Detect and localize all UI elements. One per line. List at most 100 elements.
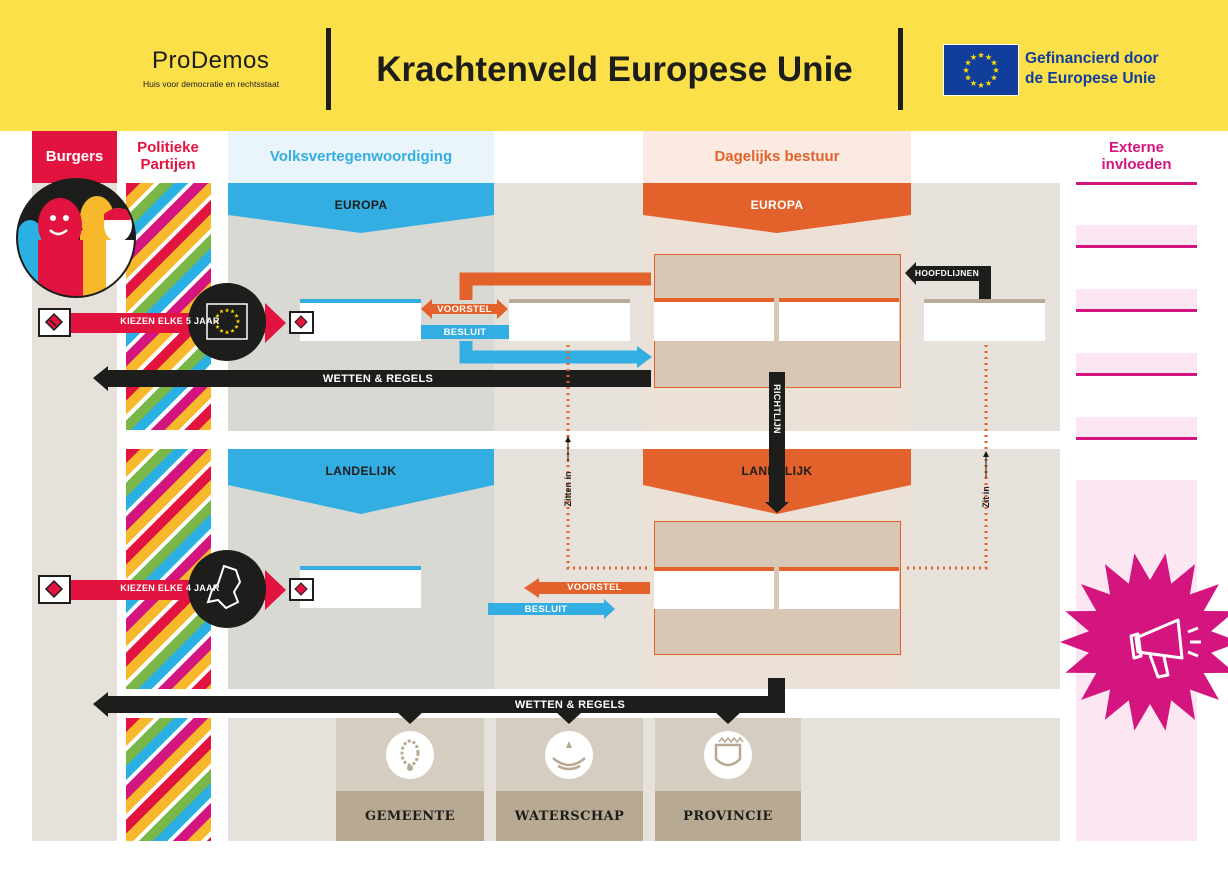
eu-star: ★ xyxy=(965,59,972,67)
eu-star: ★ xyxy=(225,308,230,314)
bestuur-header-bg xyxy=(643,131,911,183)
eu-funding-text: Gefinancierd door de Europese Unie xyxy=(1025,49,1159,89)
kiezen-4-label: KIEZEN ELKE 4 JAAR xyxy=(120,583,220,593)
zit-in-dotted-line xyxy=(903,345,988,570)
waterschap-footer xyxy=(496,791,643,841)
eu-star: ★ xyxy=(225,330,230,336)
nl-parliament-box xyxy=(300,566,421,608)
eu-star: ★ xyxy=(993,66,1000,74)
extern-slot-1 xyxy=(1076,225,1197,248)
eu-star: ★ xyxy=(214,319,219,325)
hoofdlijnen-label: HOOFDLIJNEN xyxy=(914,268,980,278)
partijen-title-line2: Partijen xyxy=(140,156,196,173)
european-council-box xyxy=(924,299,1045,341)
header-divider-left xyxy=(326,28,331,110)
besluit-to-commission-path xyxy=(459,341,640,364)
burgers-header xyxy=(32,131,117,183)
eu-star: ★ xyxy=(978,81,985,89)
extern-title: Externe invloeden xyxy=(1076,139,1197,173)
burgers-title: Burgers xyxy=(45,148,104,165)
eu-star: ★ xyxy=(234,313,239,319)
wetten-nl-arrow xyxy=(105,696,785,713)
zit-in-label: Zit in xyxy=(981,486,991,508)
extern-line-1 xyxy=(1076,182,1197,185)
extern-slot-3 xyxy=(1076,353,1197,376)
eu-star: ★ xyxy=(970,53,977,61)
voorstel-nl-label: VOORSTEL xyxy=(567,582,622,593)
eu-funding-line1: Gefinancierd door xyxy=(1025,50,1159,67)
eu-star: ★ xyxy=(978,51,985,59)
europa-right-label: EUROPA xyxy=(750,198,804,212)
commission-to-parliament-path xyxy=(459,272,651,300)
eu-flag-circle-icon xyxy=(206,303,248,340)
eu-star: ★ xyxy=(985,53,992,61)
europa-right-banner xyxy=(643,183,911,233)
volks-title: Volksvertegenwoordiging xyxy=(269,148,453,165)
extern-title-line1: Externe xyxy=(1108,139,1165,156)
eu-star: ★ xyxy=(991,74,998,82)
voorstel-eu-label: VOORSTEL xyxy=(437,304,492,315)
kiezen-5-label: KIEZEN ELKE 5 JAAR xyxy=(120,316,220,326)
besluit-eu-arrow xyxy=(421,325,509,339)
gemeente-footer xyxy=(336,791,484,841)
header-banner xyxy=(0,0,1228,131)
landelijk-left-label: LANDELIJK xyxy=(325,464,397,478)
eu-star: ★ xyxy=(991,59,998,67)
gemeente-label: GEMEENTE xyxy=(365,809,455,824)
wetten-eu-label: WETTEN & REGELS xyxy=(322,373,434,385)
header-divider-right xyxy=(898,28,903,110)
eu-parliament-box xyxy=(300,299,421,341)
eu-star: ★ xyxy=(215,313,220,319)
extern-title-line2: invloeden xyxy=(1101,156,1172,173)
eu-bestuur-box-2 xyxy=(779,298,899,341)
eu-star: ★ xyxy=(970,79,977,87)
eu-star: ★ xyxy=(236,319,241,325)
nl-circle xyxy=(188,550,266,628)
chain-icon xyxy=(386,731,434,779)
water-icon xyxy=(545,731,593,779)
waterschap-label: WATERSCHAP xyxy=(514,809,625,824)
wetten-nl-label: WETTEN & REGELS xyxy=(514,699,626,711)
eu-star: ★ xyxy=(234,324,239,330)
landelijk-left-banner xyxy=(228,449,494,514)
provincie-label: PROVINCIE xyxy=(683,809,773,824)
voorstel-eu-arrow xyxy=(421,299,508,319)
eu-bestuur-box-1 xyxy=(654,298,774,341)
richtlijn-label: RICHTLIJN xyxy=(772,384,782,434)
eu-flag-icon: ★★★★★★★★★★★★ xyxy=(943,44,1019,96)
eu-funding-line2: de Europese Unie xyxy=(1025,70,1156,87)
partijen-title: Politieke Partijen xyxy=(122,139,214,173)
europa-left-label: EUROPA xyxy=(334,198,388,212)
megaphone-icon xyxy=(1129,618,1201,679)
prodemos-logo: ProDemos xyxy=(152,47,270,74)
partijen-title-line1: Politieke xyxy=(137,139,199,156)
volks-header-bg xyxy=(228,131,494,183)
nl-bestuur-box-2 xyxy=(779,567,899,609)
megaphone-starburst xyxy=(1060,553,1228,731)
voorstel-nl-arrow xyxy=(524,578,650,598)
besluit-nl-arrow xyxy=(488,599,615,619)
bestuur-title: Dagelijks bestuur xyxy=(714,148,840,165)
eu-star: ★ xyxy=(219,328,224,334)
citizens-illustration xyxy=(16,178,136,298)
eu-star: ★ xyxy=(963,66,970,74)
zitten-in-label: Zitten in xyxy=(563,471,573,507)
eu-star: ★ xyxy=(230,309,235,315)
wetten-eu-arrow xyxy=(105,370,651,387)
eu-star: ★ xyxy=(965,74,972,82)
eu-star: ★ xyxy=(230,328,235,334)
hoofdlijnen-arrow xyxy=(915,266,991,281)
eu-council-box xyxy=(509,299,630,341)
besluit-nl-label: BESLUIT xyxy=(524,604,568,615)
eu-star: ★ xyxy=(215,324,220,330)
eu-star: ★ xyxy=(219,309,224,315)
zitten-in-dotted-line xyxy=(566,345,651,570)
prodemos-tagline: Huis voor democratie en rechtsstaat xyxy=(143,79,280,89)
europa-left-banner xyxy=(228,183,494,233)
party-stripes-bottom xyxy=(126,718,211,841)
besluit-eu-label: BESLUIT xyxy=(443,327,487,338)
eu-star: ★ xyxy=(985,79,992,87)
nl-bestuur-box-1 xyxy=(654,567,774,609)
netherlands-map-icon xyxy=(206,564,242,610)
